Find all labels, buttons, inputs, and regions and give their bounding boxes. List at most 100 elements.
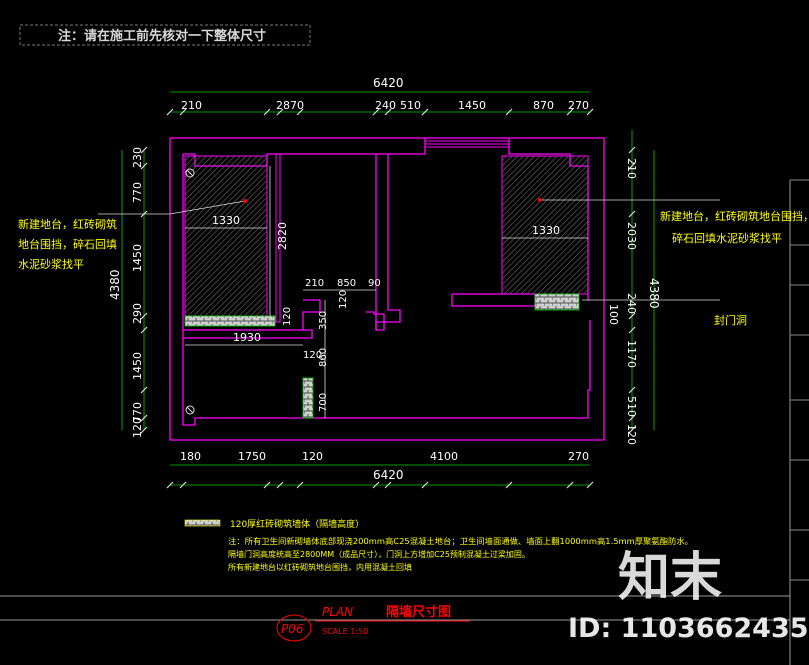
dimension-tick xyxy=(263,481,271,489)
dim-top-seg-5: 1450 xyxy=(458,99,486,112)
dimension-tick xyxy=(586,108,594,116)
dimension-tick xyxy=(628,210,636,218)
watermark-id: ID: 1103662435 xyxy=(568,613,809,644)
dim-top-seg-2: 2870 xyxy=(276,99,304,112)
dim-right-seg-7: 120 xyxy=(625,424,638,445)
inner-dim-lines xyxy=(185,166,588,418)
dim-right-total: 4380 xyxy=(647,278,661,309)
brick-wall-small xyxy=(302,377,314,419)
floor-drain-icon xyxy=(185,168,195,415)
dim-total-bottom: 6420 xyxy=(373,468,404,482)
dim-left-seg-6: 770 xyxy=(131,402,144,423)
dimension-tick xyxy=(179,108,187,116)
dimension-tick xyxy=(166,108,174,116)
vertical-dim-texts: 4380 230 770 1450 290 1450 770 120 210 2… xyxy=(108,147,661,445)
dimension-tick xyxy=(384,481,392,489)
dimension-tick xyxy=(628,312,636,320)
top-window xyxy=(425,140,509,148)
dim-inner-120-a: 120 xyxy=(338,290,349,309)
dim-right-seg-5: 1170 xyxy=(625,340,638,368)
title-strip xyxy=(790,179,809,581)
dim-inner-1330-right: 1330 xyxy=(532,224,560,237)
dimension-tick xyxy=(263,108,271,116)
legend: 120厚红砖砌筑墙体（隔墙高度） 注：所有卫生间新砌墙体底部现浇200mm高C2… xyxy=(184,518,693,572)
title-circle xyxy=(276,614,312,642)
dim-right-seg-6: 510 xyxy=(625,396,638,417)
dim-inner-850: 850 xyxy=(337,278,356,289)
sheet-frame xyxy=(0,180,791,665)
dim-left-seg-5: 1450 xyxy=(131,352,144,380)
dim-inner-1330-left: 1330 xyxy=(212,214,240,227)
dimension-tick xyxy=(276,108,284,116)
dim-top-seg-7: 270 xyxy=(568,99,589,112)
walls xyxy=(169,137,605,441)
dimension-tick xyxy=(372,108,380,116)
dim-inner-120-b: 120 xyxy=(282,307,293,326)
dim-inner-120-c: 120 xyxy=(303,350,322,361)
dim-right-seg-1: 210 xyxy=(625,158,638,179)
title-plan: PLAN xyxy=(322,605,353,619)
dim-top-seg-4: 510 xyxy=(400,99,421,112)
dimension-tick xyxy=(566,108,574,116)
right-platform xyxy=(501,155,589,311)
dim-left-seg-4: 290 xyxy=(131,303,144,324)
dim-left-seg-1: 230 xyxy=(131,147,144,168)
dimension-tick xyxy=(628,426,636,434)
dimension-tick xyxy=(140,414,148,422)
dimension-tick xyxy=(628,386,636,394)
dim-inner-700: 700 xyxy=(318,393,329,412)
dimension-tick xyxy=(628,326,636,334)
leader-dot xyxy=(538,198,542,202)
dim-bot-seg-3: 120 xyxy=(302,450,323,463)
dim-inner-90: 90 xyxy=(368,278,381,289)
legend-wall-label: 120厚红砖砌筑墙体（隔墙高度） xyxy=(230,518,364,530)
dim-bot-seg-4: 4100 xyxy=(430,450,458,463)
dimension-tick xyxy=(140,426,148,434)
legend-spec-2: 隔墙门洞高度统高至2800MM（成品尺寸），门洞上方增加C25预制混凝土过梁加固… xyxy=(228,549,530,559)
legend-brick-swatch xyxy=(184,519,221,527)
dim-bot-seg-5: 270 xyxy=(568,450,589,463)
dimension-texts: 6420 210 2870 240 510 1450 870 270 180 1… xyxy=(180,76,589,482)
note-left-2: 地台围挡，碎石回填 xyxy=(18,237,117,251)
watermark-logo: 知末 xyxy=(618,548,722,608)
title-main: 隔墙尺寸图 xyxy=(386,604,451,620)
drawing-title: P06 PLAN 隔墙尺寸图 SCALE 1:50 xyxy=(276,604,470,642)
dim-inner-350: 350 xyxy=(318,311,329,330)
dim-bot-seg-1: 180 xyxy=(180,450,201,463)
dimension-tick xyxy=(296,481,304,489)
note-seal-door: 封门洞 xyxy=(714,313,747,327)
note-right-2: 碎石回填水泥砂浆找平 xyxy=(672,231,782,245)
dimension-tick xyxy=(296,108,304,116)
dimension-tick xyxy=(140,146,148,154)
dim-inner-1930: 1930 xyxy=(233,331,261,344)
legend-spec-1: 注：所有卫生间新砌墙体底部现浇200mm高C25混凝土地台；卫生间墙面通做、墙面… xyxy=(228,536,693,546)
dimension-tick xyxy=(566,481,574,489)
dim-left-total: 4380 xyxy=(108,269,122,300)
dim-top-seg-3: 240 xyxy=(375,99,396,112)
dim-left-seg-7: 120 xyxy=(131,417,144,438)
dim-inner-860: 860 xyxy=(318,348,329,367)
dimension-tick xyxy=(586,481,594,489)
note-left-3: 水泥砂浆找平 xyxy=(18,257,84,271)
dim-left-seg-2: 770 xyxy=(131,182,144,203)
dimension-tick xyxy=(140,162,148,170)
dim-right-seg-2: 2030 xyxy=(625,222,638,250)
dimension-tick xyxy=(372,481,380,489)
dim-left-seg-3: 1450 xyxy=(131,244,144,272)
note-right-1: 新建地台，红砖砌筑地台围挡， xyxy=(660,209,809,223)
dimension-tick xyxy=(505,108,513,116)
title-code: P06 xyxy=(281,622,304,636)
dimension-tick xyxy=(140,386,148,394)
dimension-tick xyxy=(628,414,636,422)
legend-spec-3: 所有新建地台以红砖砌筑地台围挡，内用混凝土回填 xyxy=(228,562,412,572)
leader-dot xyxy=(243,199,247,203)
dimension-tick xyxy=(628,146,636,154)
brick-wall-vertical xyxy=(275,153,281,323)
dimension-tick xyxy=(140,312,148,320)
dim-top-seg-6: 870 xyxy=(533,99,554,112)
dimension-tick xyxy=(276,481,284,489)
dimension-tick xyxy=(179,481,187,489)
annotation-notes: 新建地台，红砖砌筑 地台围挡，碎石回填 水泥砂浆找平 新建地台，红砖砌筑地台围挡… xyxy=(18,209,809,327)
